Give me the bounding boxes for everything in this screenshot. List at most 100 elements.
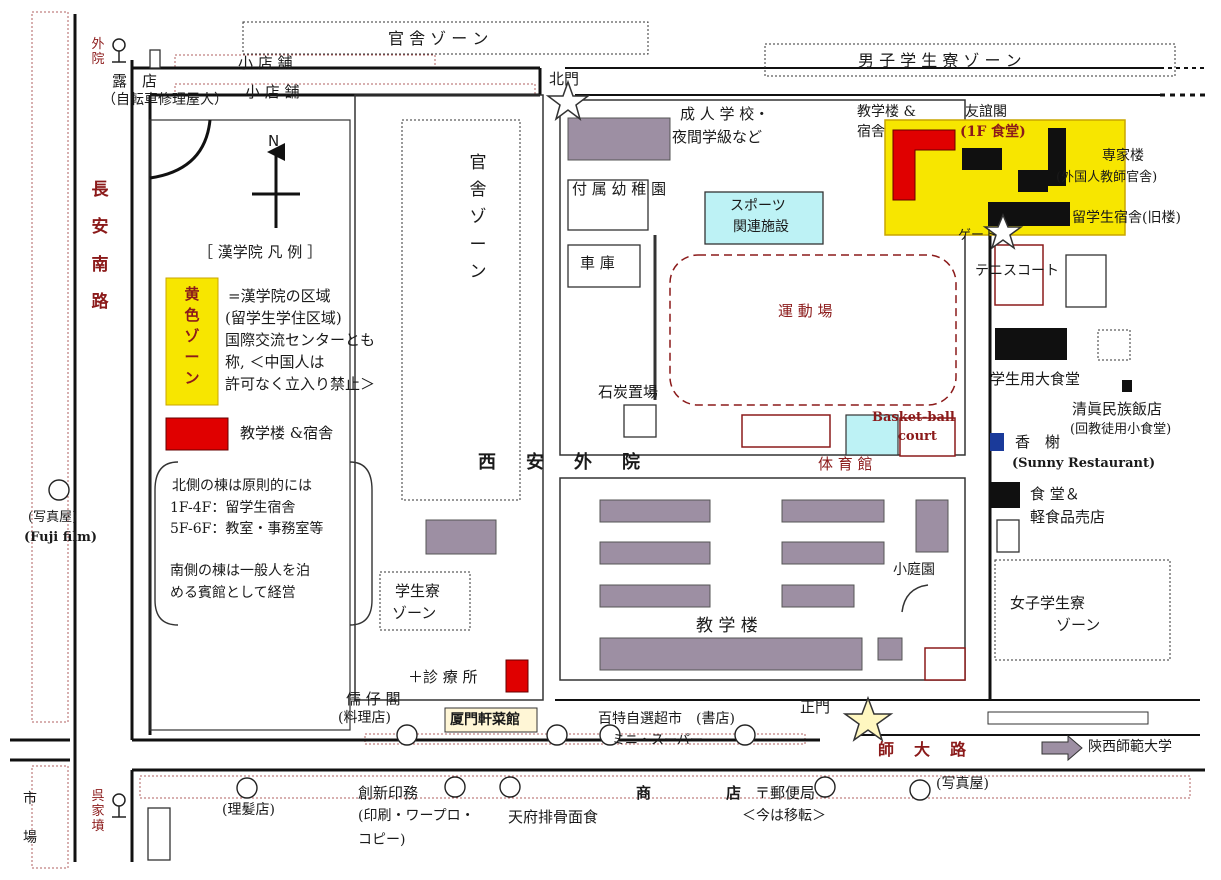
teaching-label: 教 学 楼 bbox=[696, 616, 758, 636]
zone-boys-dorm: 男 子 学 生 寮 ゾ ー ン bbox=[858, 51, 1022, 70]
roten-label: 露 店 bbox=[112, 72, 158, 90]
yuyi-building bbox=[962, 148, 1002, 170]
qingzhen-building bbox=[1122, 380, 1132, 392]
compass-n-label: N bbox=[268, 132, 280, 150]
south-gate-bar bbox=[987, 711, 1149, 725]
red-outline-buildings bbox=[741, 244, 1044, 681]
south-gate-label: 正門 bbox=[800, 698, 831, 716]
shop-circles bbox=[48, 479, 931, 801]
chuangxin-label-3: コピー) bbox=[358, 832, 406, 848]
outline-buildings bbox=[147, 49, 1107, 861]
kyosha-label-2: 宿舎 bbox=[857, 124, 885, 140]
market-label: 市場 bbox=[23, 791, 37, 847]
bus-stop-waiyuan: 外院 bbox=[91, 37, 105, 67]
legend-red-desc: 教学楼 &宿舎 bbox=[240, 424, 334, 442]
campus-west-block bbox=[354, 94, 544, 701]
canteen-building bbox=[995, 328, 1067, 360]
kindergarten-label: 付 属 幼 稚 園 bbox=[572, 180, 667, 198]
chuangxin-label-1: 創新印務 bbox=[358, 784, 419, 802]
legend-note-line: 北側の棟は原則的には bbox=[172, 478, 312, 494]
legend-yellow-desc-4: 称, ＜中国人は bbox=[225, 353, 325, 371]
zone-girls-dorm-1: 女子学生寮 bbox=[1010, 594, 1086, 612]
garage-label: 車 庫 bbox=[580, 254, 615, 272]
xiangxie-label-1: 香 榭 bbox=[1015, 433, 1061, 451]
north-gate-label: 北門 bbox=[549, 70, 580, 88]
expert-label-2: (外国人教師官舎) bbox=[1056, 170, 1158, 185]
boys-dorm-zone bbox=[764, 43, 1176, 77]
kyosha-label-1: 教学楼 & bbox=[857, 104, 916, 120]
xiamen-shop-box bbox=[444, 707, 538, 733]
post-label-2: ＜今は移転＞ bbox=[742, 808, 826, 824]
field-label: 運 動 場 bbox=[778, 302, 833, 320]
adult-school-label-1: 成 人 学 校・ bbox=[680, 105, 770, 123]
zone-kansha-top: 官 舎 ゾ ー ン bbox=[388, 29, 489, 48]
canteen-label: 学生用大食堂 bbox=[990, 370, 1081, 388]
legend-yellow-desc-2: (留学生学住区域) bbox=[225, 309, 342, 327]
basketball-label-1: Basket-ball bbox=[872, 410, 955, 425]
xiamen-label: 厦門軒菜館 bbox=[450, 712, 520, 728]
photo-east-label: (写真屋) bbox=[936, 776, 989, 792]
tennis-label: テニスコート bbox=[975, 263, 1059, 279]
zone-student-dorm-2: ゾーン bbox=[392, 604, 437, 622]
legend-note: 北側の棟は原則的には 1F-4F：留学生宿舎 5F-6F：教室・事務室等 南側の… bbox=[160, 470, 370, 620]
west-shop-strip bbox=[31, 11, 69, 723]
xiangxie-label-2: (Sunny Restaurant) bbox=[1012, 456, 1156, 471]
legend-yellow-swatch bbox=[165, 277, 219, 406]
shida-road-label: 師 大 路 bbox=[878, 740, 969, 759]
north-gate-star-icon bbox=[545, 79, 591, 121]
clinic-label: ＋診 療 所 bbox=[408, 668, 478, 686]
legend-yellow-desc-5: 許可なく立入り禁止＞ bbox=[225, 375, 376, 393]
sports-field bbox=[669, 254, 957, 406]
zone-kansha-mid: 官舎ゾーン bbox=[469, 153, 487, 282]
yuyi-label-1: 友誼閣 bbox=[965, 104, 1007, 120]
supermarket-label: 百特自選超市 (書店) bbox=[598, 711, 735, 727]
small-garden-curve bbox=[901, 584, 929, 613]
gym-label: 体 育 館 bbox=[818, 455, 873, 473]
changan-road-label: 長安南路 bbox=[91, 180, 109, 313]
coal-label: 石炭置場 bbox=[598, 383, 659, 401]
legend-red-swatch bbox=[165, 417, 229, 451]
legend-note-line bbox=[170, 541, 370, 561]
mini-super-label: ミニ・スーパー bbox=[612, 733, 703, 748]
east-gate-label: ゲート bbox=[958, 228, 998, 243]
campus-main-block bbox=[559, 99, 966, 456]
legend-yellow-desc-3: 国際交流センターとも bbox=[225, 331, 376, 349]
legend-yellow-desc-1: =漢学院の区域 bbox=[228, 287, 331, 305]
west-legend-block bbox=[149, 119, 351, 731]
zone-girls-dorm-2: ゾーン bbox=[1056, 616, 1101, 634]
legend-title: ［ 漢学院 凡 例 ］ bbox=[198, 243, 323, 261]
sports-label-2: 関連施設 bbox=[733, 219, 789, 235]
curve-road bbox=[149, 119, 212, 180]
kansha-zone-mid bbox=[401, 119, 521, 501]
bike-repair-label: （自転車修理屋人） bbox=[102, 92, 228, 108]
expert-building-2 bbox=[1018, 170, 1048, 192]
yuyi-label-2: (1F 食堂) bbox=[960, 124, 1026, 140]
basketball-label-2: court bbox=[898, 429, 937, 444]
expert-building-1 bbox=[1048, 128, 1066, 186]
legend-note-bracket bbox=[154, 461, 373, 626]
post-label-1: 〒郵便局 bbox=[755, 784, 816, 802]
sports-facility bbox=[704, 191, 824, 245]
tianfu-label: 天府排骨面食 bbox=[508, 808, 599, 826]
expert-label-1: 専家楼 bbox=[1102, 148, 1144, 164]
legend-note-line: 南側の棟は一般人を泊 bbox=[170, 563, 310, 580]
barber-label: (理髪店) bbox=[222, 802, 275, 818]
teaching-block bbox=[559, 477, 966, 681]
legend-yellow-label: 黄色ゾーン bbox=[184, 285, 200, 387]
old-dorm-label: 留学生宿舎(旧楼) bbox=[1072, 210, 1181, 226]
ruzai-label-2: (料理店) bbox=[338, 710, 391, 726]
qingzhen-label-2: (回教徒用小食堂) bbox=[1070, 422, 1172, 437]
shaanxi-normal-label: 陝西師範大学 bbox=[1088, 739, 1172, 755]
shokudo-label-1: 食 堂＆ bbox=[1030, 485, 1080, 503]
kyosha-building-red bbox=[892, 129, 956, 201]
basketball-court bbox=[845, 414, 899, 456]
small-garden-label: 小庭園 bbox=[893, 562, 935, 578]
gray-buildings bbox=[425, 117, 949, 671]
south-shop-strip bbox=[139, 775, 1191, 799]
shokudo-building bbox=[990, 482, 1020, 508]
ruzai-label-1: 儒 仔 閣 bbox=[346, 690, 401, 708]
shokudo-label-2: 軽食品売店 bbox=[1030, 508, 1106, 526]
photo-west-label-2: (Fuji film) bbox=[24, 530, 98, 545]
kansha-zone-top bbox=[242, 21, 649, 55]
